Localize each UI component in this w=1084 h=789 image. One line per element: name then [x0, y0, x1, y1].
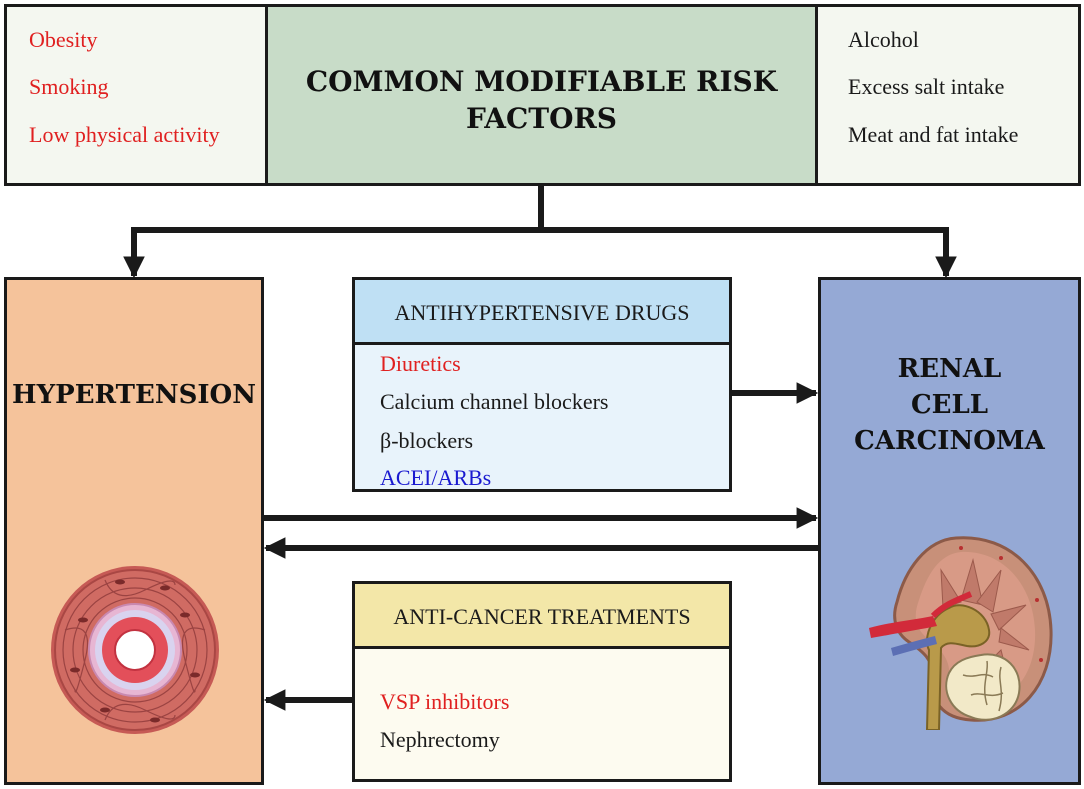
risk-title-line2: FACTORS — [466, 102, 617, 135]
drugs-header: ANTIHYPERTENSIVE DRUGS — [394, 300, 690, 325]
risk-item-salt: Excess salt intake — [848, 74, 1005, 99]
drugs-header-box: ANTIHYPERTENSIVE DRUGS — [352, 277, 732, 345]
rcc-label-line1: RENAL — [897, 354, 1002, 384]
drug-item-acei-arbs: ACEI/ARBs — [380, 465, 492, 490]
treat-body-box: VSP inhibitors Nephrectomy — [352, 646, 732, 782]
drugs-body-box: Diuretics Calcium channel blockers β-blo… — [352, 342, 732, 492]
risk-left-box: Obesity Smoking Low physical activity — [4, 4, 268, 186]
risk-item-obesity: Obesity — [29, 27, 98, 52]
treat-item-vsp-inhibitors: VSP inhibitors — [380, 689, 510, 714]
rcc-box: RENAL CELL CARCINOMA — [818, 277, 1081, 785]
artery-cross-section-icon — [51, 566, 219, 734]
hypertension-box: HYPERTENSION — [4, 277, 264, 785]
risk-item-meat-fat: Meat and fat intake — [848, 122, 1019, 147]
drug-item-ccb: Calcium channel blockers — [380, 389, 609, 414]
risk-item-smoking: Smoking — [29, 74, 109, 99]
treat-header-box: ANTI-CANCER TREATMENTS — [352, 581, 732, 649]
hypertension-label: HYPERTENSION — [12, 380, 256, 410]
drug-item-diuretics: Diuretics — [380, 351, 461, 376]
rcc-label-line3: CARCINOMA — [854, 426, 1045, 456]
treat-header: ANTI-CANCER TREATMENTS — [393, 604, 691, 629]
rcc-label-line2: CELL — [910, 390, 989, 420]
drug-item-beta-blockers: β-blockers — [380, 428, 474, 453]
risk-right-box: Alcohol Excess salt intake Meat and fat … — [815, 4, 1081, 186]
risk-item-alcohol: Alcohol — [848, 27, 919, 52]
risk-center-box: COMMON MODIFIABLE RISK FACTORS — [265, 4, 818, 186]
kidney-icon — [869, 536, 1053, 730]
risk-title-line1: COMMON MODIFIABLE RISK — [305, 65, 778, 98]
treat-item-nephrectomy: Nephrectomy — [380, 727, 500, 752]
risk-item-low-activity: Low physical activity — [29, 122, 220, 147]
